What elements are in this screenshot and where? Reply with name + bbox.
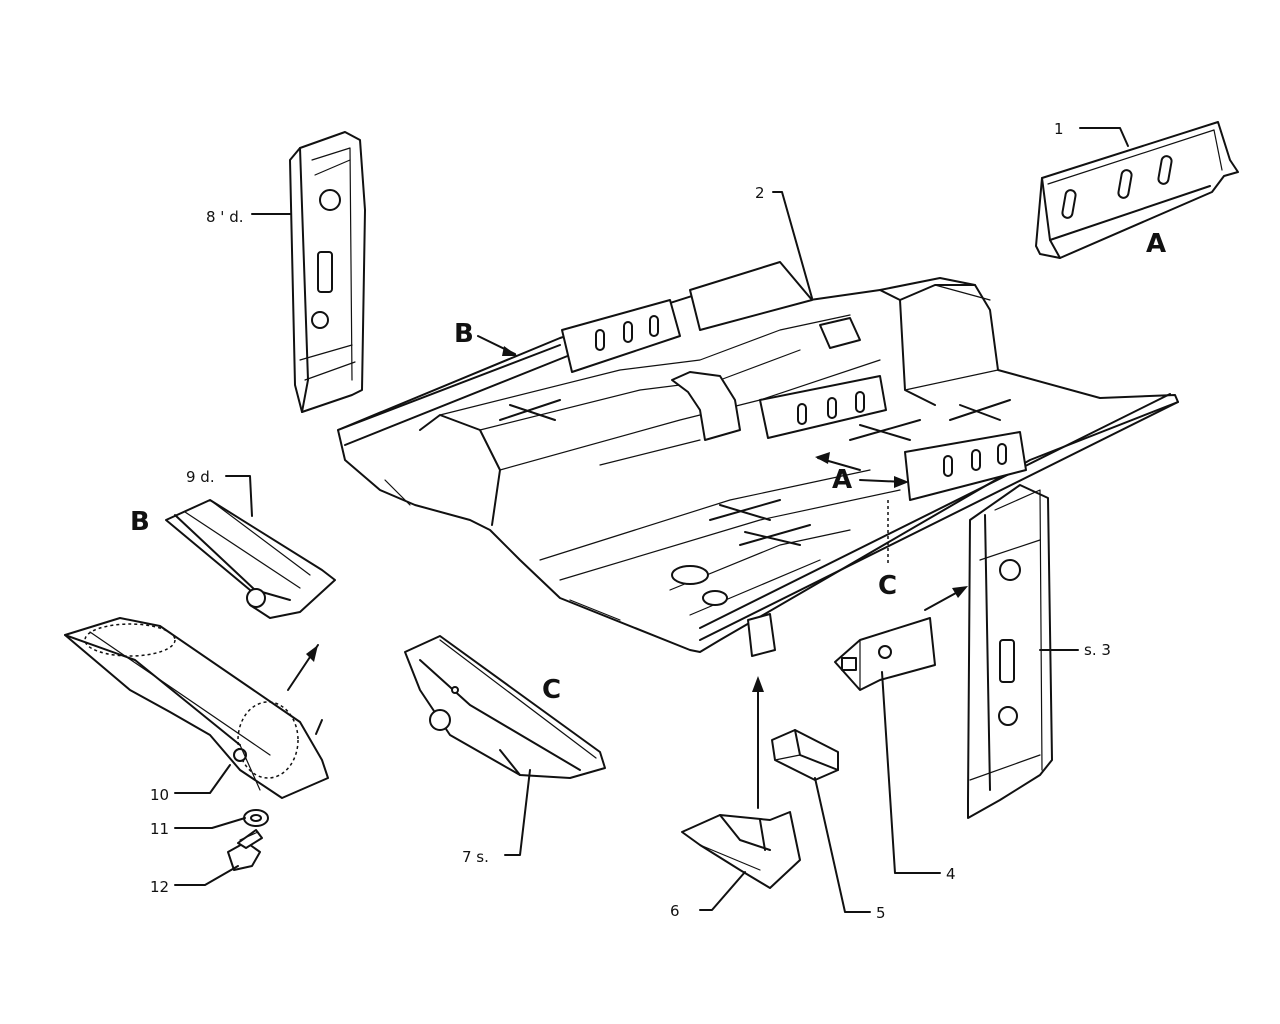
section-letter-c-part: C [542, 675, 561, 705]
arrowhead-part10 [306, 645, 318, 662]
leader-6 [699, 871, 746, 911]
leader-12 [174, 865, 239, 886]
part-10-outrigger [64, 617, 329, 799]
part-3-left-pillar [967, 484, 1053, 819]
leader-2 [772, 191, 813, 299]
part-12-bolt [227, 829, 263, 871]
part-4-bracket [834, 617, 936, 691]
callout-5: 5 [876, 904, 886, 922]
callout-6: 6 [670, 902, 680, 920]
section-letter-a-floor: A [832, 465, 852, 495]
arrowhead-a-right [894, 476, 909, 488]
leader-9 [225, 475, 253, 517]
arrowhead-b [502, 346, 518, 356]
arrowhead-part4 [952, 586, 968, 598]
callout-10: 10 [150, 786, 169, 804]
section-letter-b-floor: B [454, 319, 474, 349]
callout-8: 8 ' d. [206, 208, 244, 226]
leader-10 [174, 764, 231, 794]
arrowhead-part6 [752, 676, 764, 692]
part-6-jack-bracket [681, 811, 801, 889]
callout-3: s. 3 [1084, 641, 1111, 659]
section-letter-b-part: B [130, 507, 150, 537]
section-letter-c-floor: C [878, 571, 897, 601]
section-letter-a-part: A [1146, 229, 1166, 259]
leader-lines [174, 127, 1129, 913]
part-9-right-sill-extension [165, 499, 336, 619]
callout-2: 2 [755, 184, 765, 202]
arrowhead-a-left [815, 452, 830, 464]
callout-12: 12 [150, 878, 169, 896]
callout-labels: 1 2 s. 3 4 5 6 7 s. 8 ' d. 9 d. 10 11 12 [150, 120, 1111, 922]
leader-7 [504, 769, 531, 856]
leader-5 [814, 777, 871, 913]
part-7-left-sill-extension [404, 635, 606, 779]
part-2-floor-pan [337, 261, 1179, 657]
part-8-right-pillar [289, 131, 366, 413]
tick-part10 [315, 719, 323, 735]
part-11-washer [243, 809, 269, 827]
section-letters: A A B B C C [130, 229, 1166, 705]
callout-9: 9 d. [186, 468, 215, 486]
callout-11: 11 [150, 820, 169, 838]
leader-4 [881, 671, 941, 874]
leader-1 [1079, 127, 1129, 147]
callout-1: 1 [1054, 120, 1064, 138]
part-1-rear-crossmember [1035, 121, 1239, 259]
callout-7: 7 s. [462, 848, 489, 866]
callout-4: 4 [946, 865, 956, 883]
leader-11 [174, 817, 246, 829]
part-5-clip [771, 729, 839, 781]
